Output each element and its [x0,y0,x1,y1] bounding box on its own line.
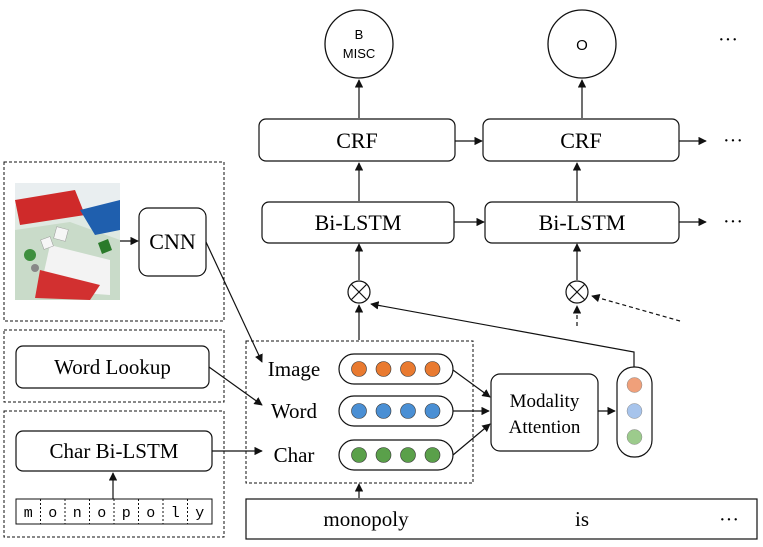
bilstm-label-2: Bi-LSTM [539,210,626,235]
crf-box-1: CRF [258,118,456,162]
cnn-box: CNN [138,207,207,277]
char-cell: l [171,505,180,522]
modality-vector-dot [375,447,392,463]
crf-label-1: CRF [336,128,378,153]
char-panel [3,410,225,538]
output-label-b: B [355,27,364,42]
char-cell: o [48,505,57,522]
input-token-monopoly: monopoly [323,507,409,531]
modality-label-char: Char [274,443,315,467]
arrow-wordlookup-word [208,366,263,406]
word-lookup-label: Word Lookup [54,355,171,379]
arrow-image-attention [452,369,491,398]
char-cell: o [146,505,155,522]
ellipsis-crf: ··· [723,130,743,152]
modality-vector-dot [424,447,441,463]
modality-vector-dot [424,403,441,419]
modality-attention-label-1: Modality [510,391,580,412]
output-label-o: O [576,37,588,54]
modality-attention-label-2: Attention [509,417,581,438]
attention-weight-dot [626,403,643,419]
output-node-o: O [547,9,617,79]
modality-label-word: Word [271,399,318,423]
attention-weight-dot [626,377,643,393]
ellipsis-output: ··· [718,29,738,51]
arrow-attention-weights-multiply1 [370,301,635,367]
image-panel [3,161,225,322]
char-cell: n [73,505,82,522]
modality-vector-dot [400,361,416,377]
cnn-label: CNN [149,229,196,254]
bilstm-box-1: Bi-LSTM [261,201,455,244]
dashed-arrow-attention-multiply2 [591,294,681,322]
modality-stack-panel [245,340,474,484]
modality-vector-dot [400,403,416,419]
crf-box-2: CRF [482,118,680,162]
modality-vector-image [338,353,454,385]
attention-weights-capsule [616,366,653,458]
multiply-node-2 [565,280,589,304]
multiply-node-1 [347,280,371,304]
ellipsis-input: ··· [719,509,739,531]
board-game-image [15,183,120,300]
char-cell: o [97,505,106,522]
attention-weight-dot [626,429,643,445]
ellipsis-bilstm: ··· [723,211,743,233]
bilstm-box-2: Bi-LSTM [484,201,680,244]
output-label-misc: MISC [343,46,376,61]
word-lookup-box: Word Lookup [15,345,210,389]
char-bilstm-box: Char Bi-LSTM [15,430,213,472]
char-cell: p [122,505,131,522]
modality-vector-dot [424,361,441,377]
input-sentence-box: monopoly is ··· [245,498,758,540]
input-token-is: is [575,507,589,531]
arrow-char-attention [452,423,491,456]
modality-attention-box: Modality Attention [490,373,599,452]
word-panel [3,329,225,403]
modality-vector-dot [351,403,367,419]
modality-label-image: Image [268,357,320,381]
modality-vector-dot [351,447,367,463]
bilstm-label-1: Bi-LSTM [315,210,402,235]
modality-vector-dot [375,403,392,419]
crf-label-2: CRF [560,128,602,153]
char-bilstm-label: Char Bi-LSTM [50,439,179,463]
modality-vector-dot [351,361,367,377]
modality-vector-dot [375,361,392,377]
modality-vector-dot [400,447,416,463]
char-cell: m [24,505,33,522]
char-cell: y [195,505,204,522]
output-node-b-misc: B MISC [324,9,394,79]
arrow-cnn-image [205,241,263,363]
